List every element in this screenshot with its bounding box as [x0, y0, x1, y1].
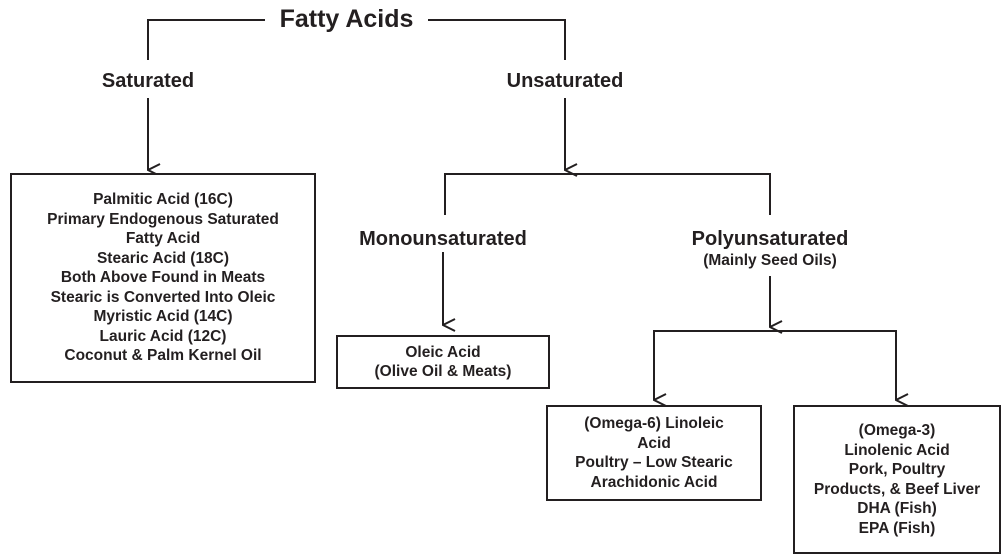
unsaturated-split-line	[444, 173, 771, 215]
omega3-box: (Omega-3) Linolenic Acid Pork, Poultry P…	[793, 405, 1001, 554]
omega3-line: Products, & Beef Liver	[813, 480, 981, 498]
omega3-line: (Omega-3)	[858, 422, 936, 439]
saturated-line: Myristic Acid (14C)	[93, 308, 233, 326]
omega6-line: Poultry – Low Stearic	[575, 454, 733, 471]
saturated-line: Stearic is Converted Into Oleic	[50, 288, 276, 306]
saturated-line: Primary Endogenous Saturated	[47, 210, 279, 228]
omega6-line: Arachidonic Acid	[590, 473, 718, 491]
omega3-line: Linolenic Acid	[844, 441, 950, 459]
root-label: Fatty Acids	[279, 5, 414, 33]
omega6-line: Acid	[637, 434, 671, 452]
monounsaturated-label: Monounsaturated	[359, 228, 527, 250]
saturated-line: Lauric Acid (12C)	[99, 327, 227, 345]
saturated-box: Palmitic Acid (16C) Primary Endogenous S…	[10, 173, 316, 383]
monounsaturated-box: Oleic Acid (Olive Oil & Meats)	[336, 335, 550, 389]
omega6-line: (Omega-6) Linoleic	[584, 415, 724, 432]
omega3-line: EPA (Fish)	[858, 519, 936, 537]
monounsaturated-line: (Olive Oil & Meats)	[374, 363, 512, 380]
root-bracket-line	[147, 19, 265, 60]
root-bracket-line-right	[428, 19, 566, 60]
monounsaturated-line: Oleic Acid	[405, 343, 481, 361]
unsaturated-label: Unsaturated	[506, 70, 624, 92]
polyunsaturated-label: Polyunsaturated	[691, 228, 849, 250]
omega6-box: (Omega-6) Linoleic Acid Poultry – Low St…	[546, 405, 762, 501]
saturated-line: Coconut & Palm Kernel Oil	[64, 347, 262, 365]
saturated-line: Palmitic Acid (16C)	[93, 191, 233, 209]
saturated-line: Stearic Acid (18C)	[96, 249, 230, 267]
saturated-line: Fatty Acid	[125, 230, 201, 248]
saturated-line: Both Above Found in Meats	[60, 269, 266, 287]
omega3-line: DHA (Fish)	[857, 500, 937, 517]
omega3-line: Pork, Poultry	[848, 461, 946, 478]
saturated-label: Saturated	[101, 70, 195, 92]
polyunsaturated-sublabel: (Mainly Seed Oils)	[703, 252, 837, 269]
